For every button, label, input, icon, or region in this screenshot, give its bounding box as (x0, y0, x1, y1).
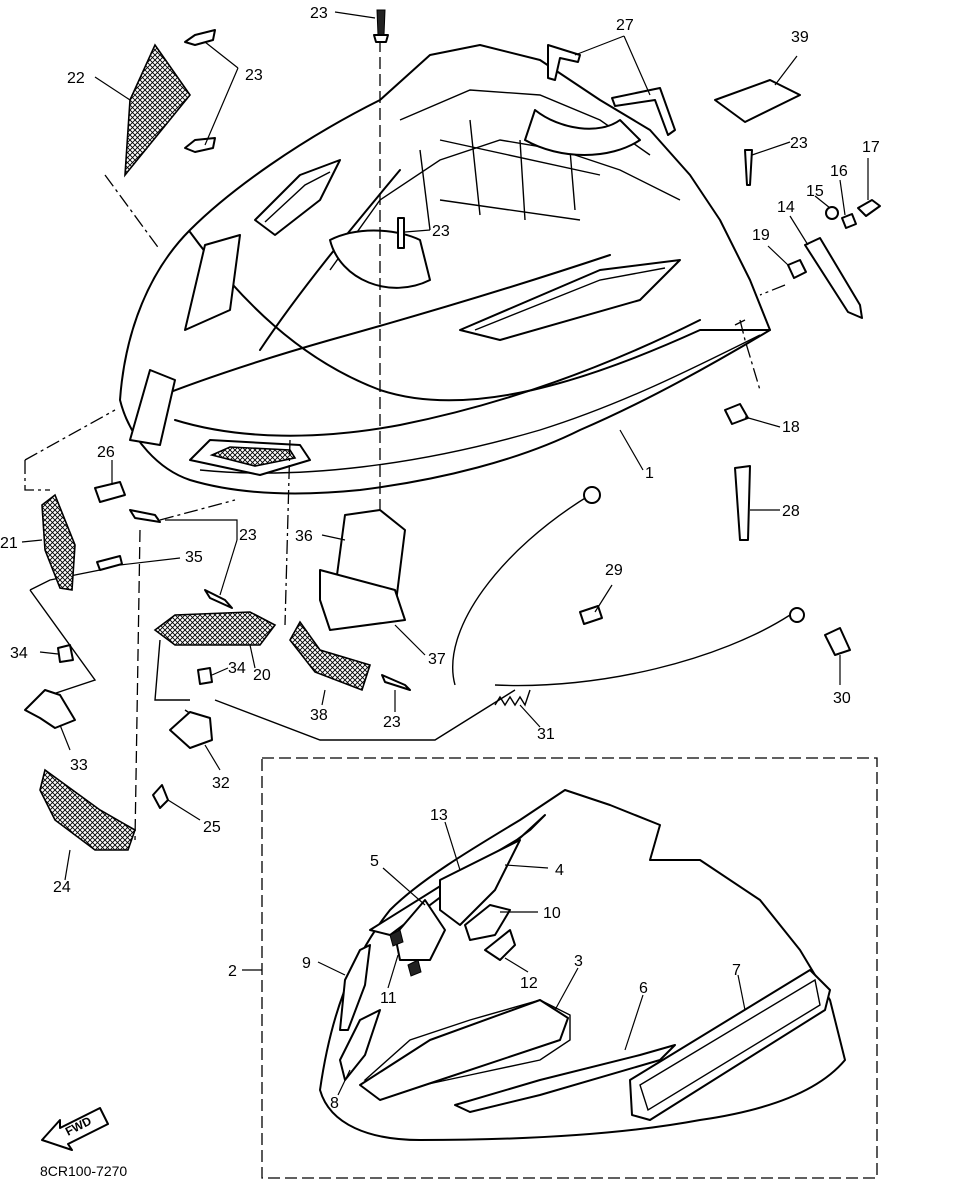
callouts: 23 22 23 27 39 23 17 16 15 14 19 23 18 1… (0, 5, 880, 1112)
callout-19: 19 (752, 227, 770, 244)
callout-17: 17 (862, 139, 880, 156)
part-25-fastener (152, 784, 169, 809)
callout-23-left: 23 (239, 527, 257, 544)
callout-14: 14 (777, 199, 795, 216)
callout-23-top: 23 (310, 5, 328, 22)
part-23-rivet-20 (204, 589, 233, 609)
callout-4: 4 (555, 862, 564, 879)
callout-15: 15 (806, 183, 824, 200)
part-31-spring (494, 689, 531, 707)
part-33-bracket (24, 689, 76, 729)
callout-20: 20 (253, 667, 271, 684)
part-23-rivet-mid (397, 217, 405, 249)
part-37-duct-plate (319, 569, 406, 631)
part-23-rivet-left (129, 509, 161, 523)
callout-23-grille: 23 (245, 67, 263, 84)
part-39-plate (714, 79, 801, 123)
callout-27: 27 (616, 17, 634, 34)
part-27-bracket-a (547, 44, 581, 81)
decal-set (319, 789, 846, 1141)
callout-22: 22 (67, 70, 85, 87)
part-27-bracket-b (611, 87, 676, 136)
part-30-fastener (824, 627, 851, 656)
part-19-grommet (787, 259, 807, 279)
part-21-lens (41, 493, 76, 591)
hood-assembly (119, 44, 771, 495)
callout-23-right: 23 (790, 135, 808, 152)
part-7-decal (629, 969, 831, 1121)
callout-33: 33 (70, 757, 88, 774)
callout-10: 10 (543, 905, 561, 922)
part-23-rivet-right (744, 149, 753, 186)
callout-31: 31 (537, 726, 555, 743)
callout-23-38: 23 (383, 714, 401, 731)
diagram-code: 8CR100-7270 (40, 1163, 127, 1179)
part-22-grille (124, 43, 192, 178)
callout-6: 6 (639, 980, 648, 997)
part-32-bracket (169, 711, 213, 749)
callout-2: 2 (228, 963, 237, 980)
part-16-nut (841, 213, 857, 229)
part-34-nut-left (57, 644, 74, 663)
part-24-lower-grille (39, 768, 136, 851)
callout-13: 13 (430, 807, 448, 824)
part-17-screw (857, 199, 881, 217)
callout-24: 24 (53, 879, 71, 896)
callout-39: 39 (791, 29, 809, 46)
part-38-duct-grille (289, 620, 372, 692)
callout-1: 1 (645, 465, 654, 482)
part-28-cable-tie (734, 465, 751, 541)
callout-9: 9 (302, 955, 311, 972)
part-34-nut-mid (197, 667, 213, 685)
small-parts (24, 9, 881, 851)
callout-34-mid: 34 (228, 660, 246, 677)
callout-21: 21 (0, 535, 18, 552)
part-4-decal (439, 839, 521, 926)
callout-11: 11 (380, 990, 397, 1007)
callout-37: 37 (428, 651, 446, 668)
part-23-rivet-top (373, 9, 389, 43)
callout-32: 32 (212, 775, 230, 792)
callout-7: 7 (732, 962, 741, 979)
callout-16: 16 (830, 163, 848, 180)
part-26-clip (94, 481, 126, 503)
callout-26: 26 (97, 444, 115, 461)
callout-5: 5 (370, 853, 379, 870)
part-3-decal (359, 999, 569, 1101)
part-23-rivet-grille-bottom (184, 137, 216, 153)
callout-35: 35 (185, 549, 203, 566)
part-23-rivet-grille-top (184, 29, 216, 46)
part-10-decal (464, 904, 511, 941)
part-29-clip (579, 605, 603, 625)
part-14-strap (804, 237, 863, 319)
callout-25: 25 (203, 819, 221, 836)
part-6-decal (454, 1044, 676, 1113)
callout-8: 8 (330, 1095, 339, 1112)
part-9-decal (339, 944, 371, 1031)
callout-29: 29 (605, 562, 623, 579)
callout-23-mid: 23 (432, 223, 450, 240)
part-8-decal (339, 1009, 381, 1081)
part-20-side-grille (153, 611, 277, 646)
callout-30: 30 (833, 690, 851, 707)
reference-lines (24, 40, 878, 1179)
leader-lines (21, 11, 869, 1096)
callout-3: 3 (574, 953, 583, 970)
callout-28: 28 (782, 503, 800, 520)
callout-18: 18 (782, 419, 800, 436)
part-23-rivet-38 (381, 674, 411, 691)
callout-36: 36 (295, 528, 313, 545)
part-35-screw (96, 555, 123, 571)
callout-34-left: 34 (10, 645, 28, 662)
callout-38: 38 (310, 707, 328, 724)
part-11-bolt-b (407, 959, 422, 977)
part-15-washer (825, 206, 839, 220)
forward-arrow-icon: FWD (41, 1107, 109, 1151)
part-12-decal (484, 929, 516, 961)
part-5-decal (394, 899, 446, 961)
callout-12: 12 (520, 975, 538, 992)
part-18-clip (724, 403, 749, 425)
part-11-bolt-a (389, 929, 404, 947)
